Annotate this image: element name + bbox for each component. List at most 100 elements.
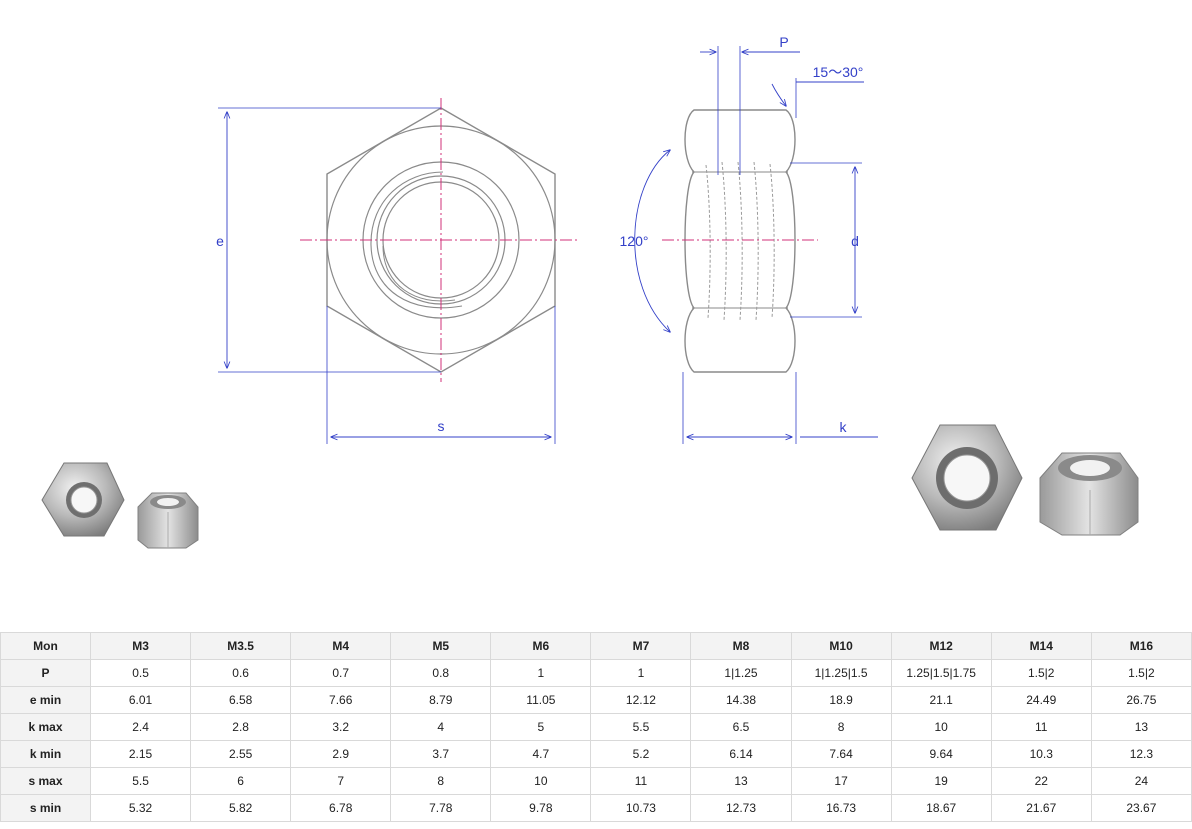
table-cell: 6.5	[690, 713, 792, 741]
s-label: s	[438, 418, 445, 434]
cone-angle-arc	[634, 150, 670, 332]
table-cell: 1|1.25|1.5	[790, 659, 892, 687]
column-header: M7	[590, 632, 692, 660]
table-cell: 6.58	[190, 686, 292, 714]
table-cell: 3.7	[390, 740, 492, 768]
table-cell: 0.7	[290, 659, 392, 687]
table-cell: 5.82	[190, 794, 292, 822]
table-cell: 2.9	[290, 740, 392, 768]
table-cell: 5.5	[89, 767, 192, 795]
table-cell: 7.64	[790, 740, 892, 768]
row-header: P	[0, 659, 91, 687]
table-cell: 14.38	[690, 686, 792, 714]
column-header: M16	[1090, 632, 1192, 660]
table-cell: 19	[890, 767, 992, 795]
column-header: M14	[990, 632, 1092, 660]
table-cell: 2.4	[89, 713, 192, 741]
table-cell: 18.67	[890, 794, 992, 822]
table-cell: 7	[290, 767, 392, 795]
table-cell: 10	[490, 767, 592, 795]
table-cell: 12.73	[690, 794, 792, 822]
row-header: k min	[0, 740, 91, 768]
nut-photo-large-side	[1039, 452, 1139, 536]
table-cell: 8.79	[390, 686, 492, 714]
table-cell: 8	[790, 713, 892, 741]
nut-photo-small-side	[137, 492, 199, 549]
row-header: k max	[0, 713, 91, 741]
table-cell: 17	[790, 767, 892, 795]
table-cell: 11.05	[490, 686, 592, 714]
table-cell: 0.6	[190, 659, 292, 687]
p-label: P	[779, 34, 788, 50]
table-cell: 0.5	[89, 659, 192, 687]
table-cell: 18.9	[790, 686, 892, 714]
row-header: s max	[0, 767, 91, 795]
row-header: s min	[0, 794, 91, 822]
table-cell: 23.67	[1090, 794, 1192, 822]
table-cell: 6.01	[89, 686, 192, 714]
table-cell: 1.5|2	[1090, 659, 1192, 687]
table-cell: 2.8	[190, 713, 292, 741]
table-header-row: Mon M3 M3.5 M4 M5 M6 M7 M8 M10 M12 M14 M…	[0, 632, 1192, 660]
table-cell: 1.5|2	[990, 659, 1092, 687]
thread-spiral-inner	[382, 245, 456, 302]
e-label: e	[216, 233, 224, 249]
table-cell: 0.8	[390, 659, 492, 687]
table-cell: 5.32	[89, 794, 192, 822]
table-cell: 21.67	[990, 794, 1092, 822]
row-header: e min	[0, 686, 91, 714]
table-cell: 11	[990, 713, 1092, 741]
table-cell: 26.75	[1090, 686, 1192, 714]
table-cell: 24	[1090, 767, 1192, 795]
column-header: M3	[89, 632, 192, 660]
table-cell: 5.5	[590, 713, 692, 741]
table-cell: 7.78	[390, 794, 492, 822]
table-cell: 5.2	[590, 740, 692, 768]
angle-arc	[771, 83, 786, 106]
table-cell: 21.1	[890, 686, 992, 714]
table-cell: 4	[390, 713, 492, 741]
table-cell: 12.12	[590, 686, 692, 714]
table-cell: 2.15	[89, 740, 192, 768]
thread-lines	[705, 161, 775, 321]
table-cell: 6.14	[690, 740, 792, 768]
spec-table: Mon M3 M3.5 M4 M5 M6 M7 M8 M10 M12 M14 M…	[0, 632, 1192, 822]
table-cell: 8	[390, 767, 492, 795]
table-cell: 9.78	[490, 794, 592, 822]
table-cell: 7.66	[290, 686, 392, 714]
table-cell: 10.73	[590, 794, 692, 822]
table-cell: 6	[190, 767, 292, 795]
table-cell: 9.64	[890, 740, 992, 768]
column-header: M10	[790, 632, 892, 660]
table-cell: 10.3	[990, 740, 1092, 768]
table-cell: 10	[890, 713, 992, 741]
table-cell: 4.7	[490, 740, 592, 768]
angle-label: 15～30°	[813, 64, 864, 80]
column-header: M6	[490, 632, 592, 660]
thread-spiral	[370, 171, 463, 309]
column-header: M8	[690, 632, 792, 660]
column-header: M3.5	[190, 632, 292, 660]
table-cell: 22	[990, 767, 1092, 795]
table-cell: 1|1.25	[690, 659, 792, 687]
table-cell: 5	[490, 713, 592, 741]
nut-photo-large-front	[911, 424, 1023, 531]
table-cell: 1	[590, 659, 692, 687]
nut-photo-small-front	[41, 462, 125, 537]
technical-drawing: e s P 15～30° 120°	[41, 34, 1139, 549]
table-cell: 1	[490, 659, 592, 687]
column-header: M5	[390, 632, 492, 660]
table-cell: 13	[1090, 713, 1192, 741]
table-cell: 1.25|1.5|1.75	[890, 659, 992, 687]
table-cell: 16.73	[790, 794, 892, 822]
table-corner-cell: Mon	[0, 632, 91, 660]
front-view: e s	[216, 98, 580, 444]
table-cell: 24.49	[990, 686, 1092, 714]
table-cell: 11	[590, 767, 692, 795]
